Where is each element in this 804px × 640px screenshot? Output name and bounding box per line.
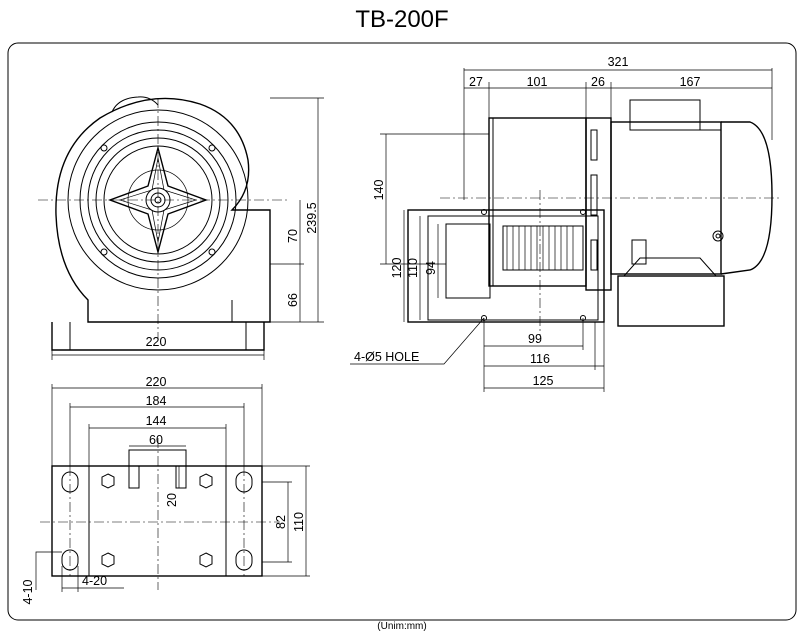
drawing-frame xyxy=(7,42,797,621)
base-slot-height: 4-10 xyxy=(21,579,35,604)
side-dim-321: 321 xyxy=(608,55,629,69)
side-view xyxy=(350,68,780,392)
front-dim-70: 70 xyxy=(286,229,300,243)
front-dim-220: 220 xyxy=(146,335,167,349)
unit-note: (Unim:mm) xyxy=(377,621,427,632)
front-dim-66: 66 xyxy=(286,293,300,307)
side-dim-101: 101 xyxy=(527,75,548,89)
front-view xyxy=(38,96,324,360)
side-dim-99: 99 xyxy=(528,332,542,346)
base-dim-20: 20 xyxy=(165,493,179,507)
base-slot-width: 4-20 xyxy=(82,574,107,588)
side-dim-167: 167 xyxy=(680,75,701,89)
side-dim-94: 94 xyxy=(424,261,438,275)
side-dim-120: 120 xyxy=(390,258,404,279)
side-dim-140: 140 xyxy=(372,180,386,201)
base-view xyxy=(35,384,310,592)
base-dim-184: 184 xyxy=(146,394,167,408)
hole-note: 4-Ø5 HOLE xyxy=(354,350,419,364)
base-dim-60: 60 xyxy=(149,433,163,447)
base-dim-144: 144 xyxy=(146,414,167,428)
side-dim-116: 116 xyxy=(530,352,550,366)
base-dim-220: 220 xyxy=(146,375,167,389)
side-dim-110: 110 xyxy=(406,258,420,278)
base-dim-110: 110 xyxy=(292,512,306,532)
drawing-title: TB-200F xyxy=(355,6,449,33)
side-dim-125: 125 xyxy=(533,374,554,388)
side-dim-27: 27 xyxy=(469,75,483,89)
front-dim-239-5: 239.5 xyxy=(305,202,319,233)
base-dim-82: 82 xyxy=(274,515,288,529)
side-dim-26: 26 xyxy=(591,75,605,89)
